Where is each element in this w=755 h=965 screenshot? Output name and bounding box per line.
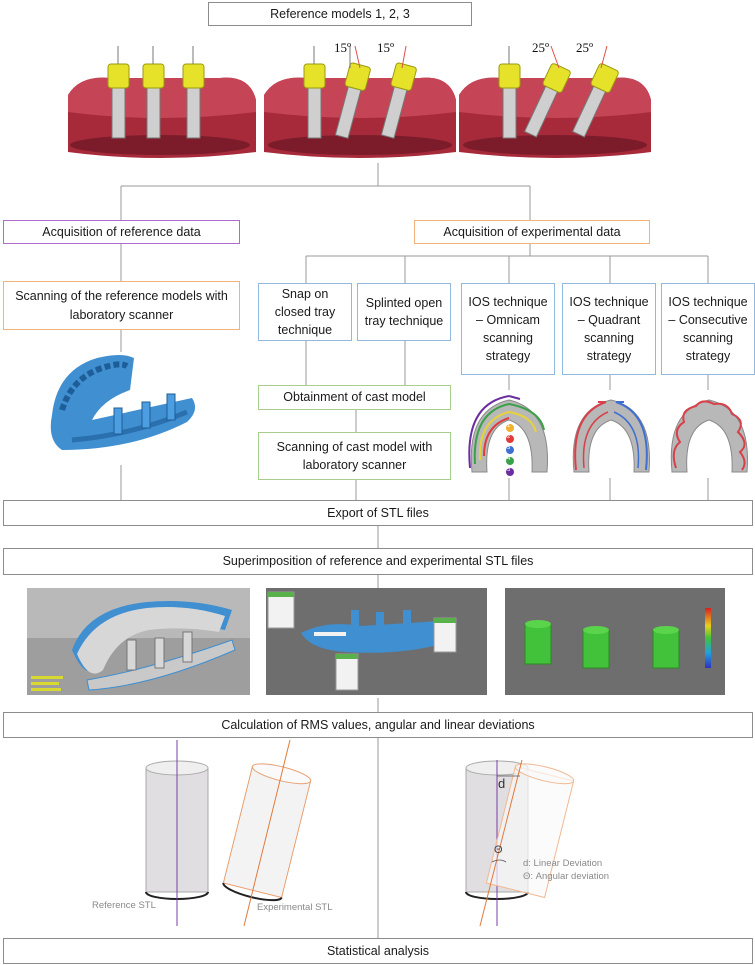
- reference-scan-image: [42, 350, 202, 462]
- ios-quadrant-box: IOS technique – Quadrant scanning strate…: [562, 283, 656, 375]
- angle-label-model3-a: 25º: [532, 40, 549, 56]
- export-stl-label: Export of STL files: [327, 504, 429, 522]
- acquisition-reference-box: Acquisition of reference data: [3, 220, 240, 244]
- superimposition-screenshot-2: [266, 588, 487, 695]
- ios-omnicam-label: IOS technique – Omnicam scanning strateg…: [468, 293, 548, 366]
- obtainment-cast-label: Obtainment of cast model: [283, 388, 425, 406]
- linear-deviation-caption: d: Linear Deviation: [523, 858, 602, 869]
- obtainment-cast-box: Obtainment of cast model: [258, 385, 451, 410]
- reference-cylinder: [146, 740, 208, 926]
- superimposition-screenshot-1: [27, 588, 250, 695]
- ios-consecutive-box: IOS technique – Consecutive scanning str…: [661, 283, 755, 375]
- splinted-box: Splinted open tray technique: [357, 283, 451, 341]
- export-stl-box: Export of STL files: [3, 500, 753, 526]
- statistical-analysis-label: Statistical analysis: [327, 942, 429, 960]
- reference-models-label: Reference models 1, 2, 3: [270, 5, 410, 23]
- superimposition-label: Superimposition of reference and experim…: [223, 552, 534, 570]
- reference-stl-caption: Reference STL: [92, 900, 156, 911]
- calculation-label: Calculation of RMS values, angular and l…: [221, 716, 534, 734]
- omnicam-step-4: 4: [507, 456, 510, 462]
- scan-cast-box: Scanning of cast model with laboratory s…: [258, 432, 451, 480]
- angle-label-model2-b: 15º: [377, 40, 394, 56]
- snap-on-box: Snap on closed tray technique: [258, 283, 352, 341]
- consecutive-strategy-image: [662, 390, 755, 478]
- angular-deviation-caption: Θ: Angular deviation: [523, 871, 609, 882]
- angle-label-model2-a: 15º: [334, 40, 351, 56]
- snap-on-label: Snap on closed tray technique: [265, 285, 345, 339]
- theta-symbol: Θ: [494, 844, 503, 856]
- scan-cast-label: Scanning of cast model with laboratory s…: [267, 438, 442, 474]
- acquisition-experimental-label: Acquisition of experimental data: [443, 223, 620, 241]
- omnicam-step-3: 3: [507, 445, 510, 451]
- splinted-label: Splinted open tray technique: [364, 294, 444, 330]
- reference-model-2-image: [260, 40, 460, 165]
- reference-model-3-image: [455, 40, 655, 165]
- angle-label-model3-b: 25º: [576, 40, 593, 56]
- acquisition-experimental-box: Acquisition of experimental data: [414, 220, 650, 244]
- omnicam-step-2: 2: [507, 434, 510, 440]
- ios-consecutive-label: IOS technique – Consecutive scanning str…: [668, 293, 748, 366]
- acquisition-reference-label: Acquisition of reference data: [42, 223, 200, 241]
- omnicam-step-5: 5: [507, 467, 510, 473]
- experimental-stl-caption: Experimental STL: [257, 902, 333, 913]
- superimposition-screenshot-3: [505, 588, 725, 695]
- reference-models-box: Reference models 1, 2, 3: [208, 2, 472, 26]
- scan-reference-label: Scanning of the reference models with la…: [12, 287, 231, 323]
- superposition-cylinders: [466, 760, 575, 926]
- d-symbol: d: [498, 776, 505, 791]
- calculation-box: Calculation of RMS values, angular and l…: [3, 712, 753, 738]
- ios-omnicam-box: IOS technique – Omnicam scanning strateg…: [461, 283, 555, 375]
- superimposition-box: Superimposition of reference and experim…: [3, 548, 753, 575]
- scan-reference-box: Scanning of the reference models with la…: [3, 281, 240, 330]
- statistical-analysis-box: Statistical analysis: [3, 938, 753, 964]
- omnicam-step-1: 1: [507, 423, 510, 429]
- quadrant-strategy-image: [564, 390, 659, 478]
- ios-quadrant-label: IOS technique – Quadrant scanning strate…: [569, 293, 649, 366]
- reference-model-1-image: [60, 40, 260, 165]
